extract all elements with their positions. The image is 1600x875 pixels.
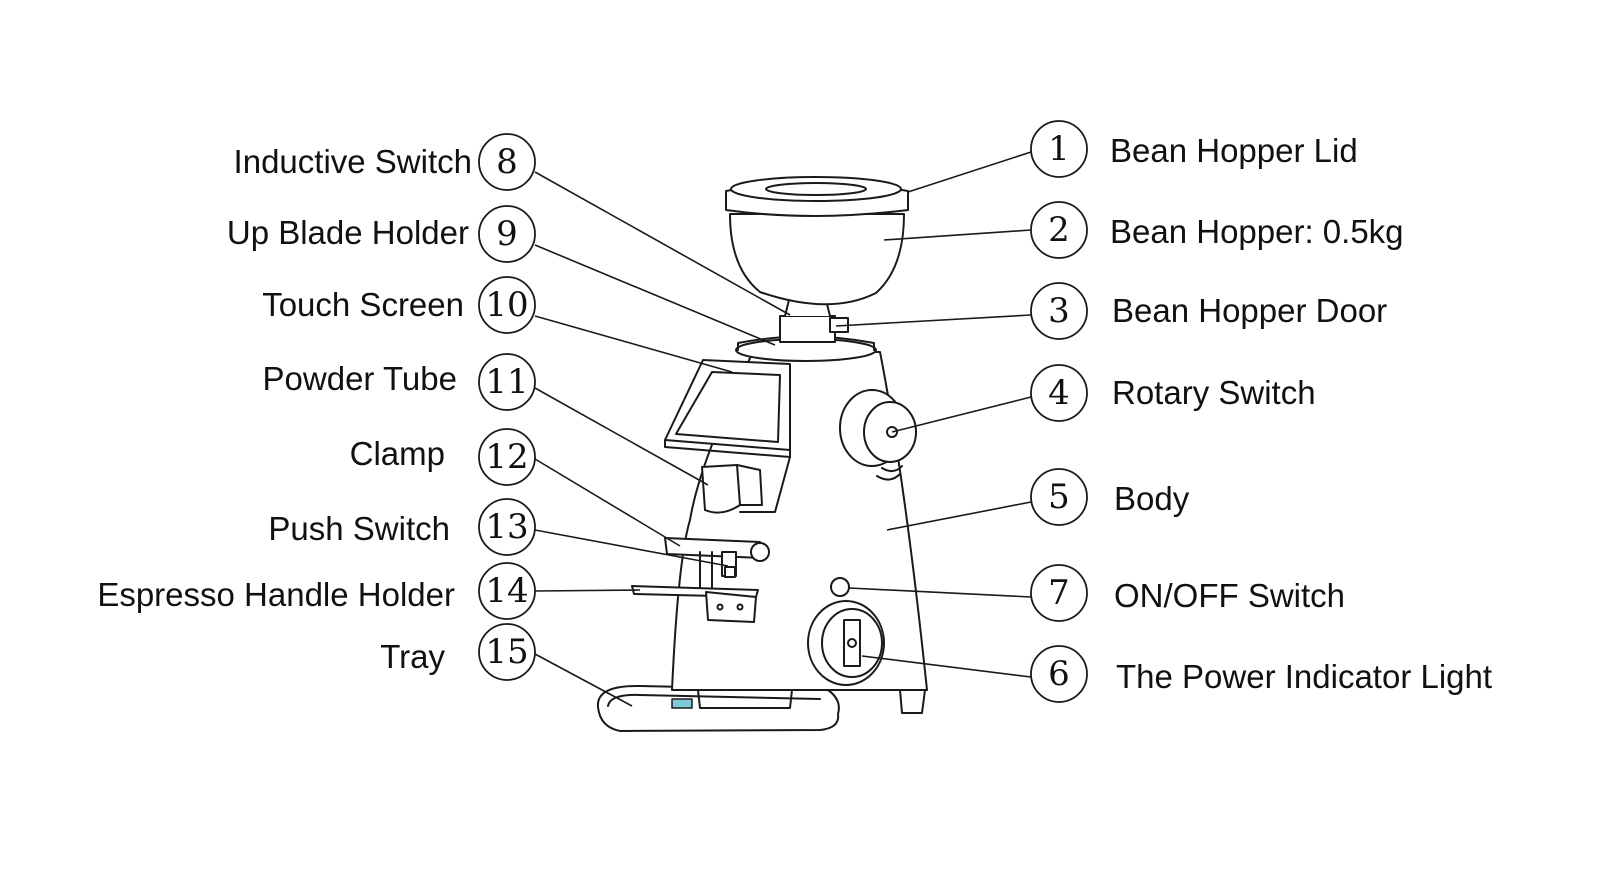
callout-circle-8 — [478, 133, 536, 191]
callout-number-10: 10 — [485, 285, 528, 325]
label-bean-hopper-door: Bean Hopper Door — [1112, 292, 1388, 329]
callout-number-5: 5 — [1048, 477, 1070, 517]
callout-number-13: 13 — [485, 507, 528, 547]
callout-number-3: 3 — [1048, 291, 1070, 331]
powder-tube-drawing — [701, 464, 763, 514]
leader-12 — [534, 458, 681, 547]
callout-number-8: 8 — [496, 142, 518, 182]
callout-number-11: 11 — [485, 362, 528, 402]
handle-holder-drawing — [631, 585, 759, 623]
callout-circle-7 — [1030, 564, 1088, 622]
leader-15 — [534, 653, 633, 707]
callout-number-6: 6 — [1048, 654, 1070, 694]
label-push-switch: Push Switch — [268, 510, 450, 547]
callout-circle-5 — [1030, 468, 1088, 526]
rotary-switch-drawing — [839, 389, 917, 481]
label-body: Body — [1114, 480, 1190, 517]
label-on-off-switch: ON/OFF Switch — [1114, 577, 1346, 614]
label-rotary-switch: Rotary Switch — [1112, 374, 1316, 411]
callout-number-7: 7 — [1048, 573, 1070, 613]
label-bean-hopper-lid: Bean Hopper Lid — [1110, 132, 1358, 169]
hopper-neck-drawing — [735, 299, 877, 362]
callout-number-4: 4 — [1048, 373, 1070, 413]
callout-number-15: 15 — [485, 632, 528, 672]
leader-8 — [534, 171, 791, 316]
callout-circle-1 — [1030, 120, 1088, 178]
callout-number-2: 2 — [1048, 210, 1070, 250]
callout-circle-2 — [1030, 201, 1088, 259]
tray-drawing — [596, 684, 840, 732]
leader-6 — [861, 655, 1032, 678]
leader-13 — [534, 529, 729, 567]
label-up-blade-holder: Up Blade Holder — [226, 214, 469, 251]
callout-circle-11 — [478, 353, 536, 411]
leader-1 — [907, 151, 1032, 193]
touch-screen-drawing — [664, 359, 791, 513]
callout-circle-14 — [478, 562, 536, 620]
callout-circle-15 — [478, 623, 536, 681]
leader-2 — [883, 229, 1032, 241]
clamp-drawing — [664, 537, 770, 596]
label-bean-hopper: Bean Hopper: 0.5kg — [1110, 213, 1404, 250]
label-inductive-switch: Inductive Switch — [233, 143, 472, 180]
label-espresso-handle-holder: Espresso Handle Holder — [97, 576, 455, 613]
label-touch-screen: Touch Screen — [262, 286, 464, 323]
callout-circle-12 — [478, 428, 536, 486]
label-power-indicator-light: The Power Indicator Light — [1116, 658, 1493, 695]
label-powder-tube: Powder Tube — [262, 360, 457, 397]
callout-circle-10 — [478, 276, 536, 334]
power-indicator-drawing — [807, 600, 885, 686]
callout-number-12: 12 — [485, 437, 528, 477]
leader-4 — [891, 396, 1032, 433]
label-tray: Tray — [380, 638, 445, 675]
leader-7 — [848, 587, 1032, 598]
hopper-bowl-drawing — [729, 213, 905, 306]
callout-circle-3 — [1030, 282, 1088, 340]
leader-5 — [886, 501, 1032, 531]
hopper-lid-drawing — [725, 176, 909, 217]
leader-9 — [534, 244, 776, 346]
label-clamp: Clamp — [349, 435, 445, 472]
leader-14 — [534, 589, 641, 592]
callout-circle-6 — [1030, 645, 1088, 703]
callout-circle-9 — [478, 205, 536, 263]
callout-circle-4 — [1030, 364, 1088, 422]
leader-3 — [835, 314, 1032, 327]
callout-number-14: 14 — [485, 571, 528, 611]
callout-number-9: 9 — [496, 214, 518, 254]
leader-11 — [534, 387, 709, 486]
callout-number-1: 1 — [1048, 129, 1070, 169]
on-off-switch-drawing — [830, 577, 850, 597]
callout-circle-13 — [478, 498, 536, 556]
leader-10 — [534, 315, 733, 373]
